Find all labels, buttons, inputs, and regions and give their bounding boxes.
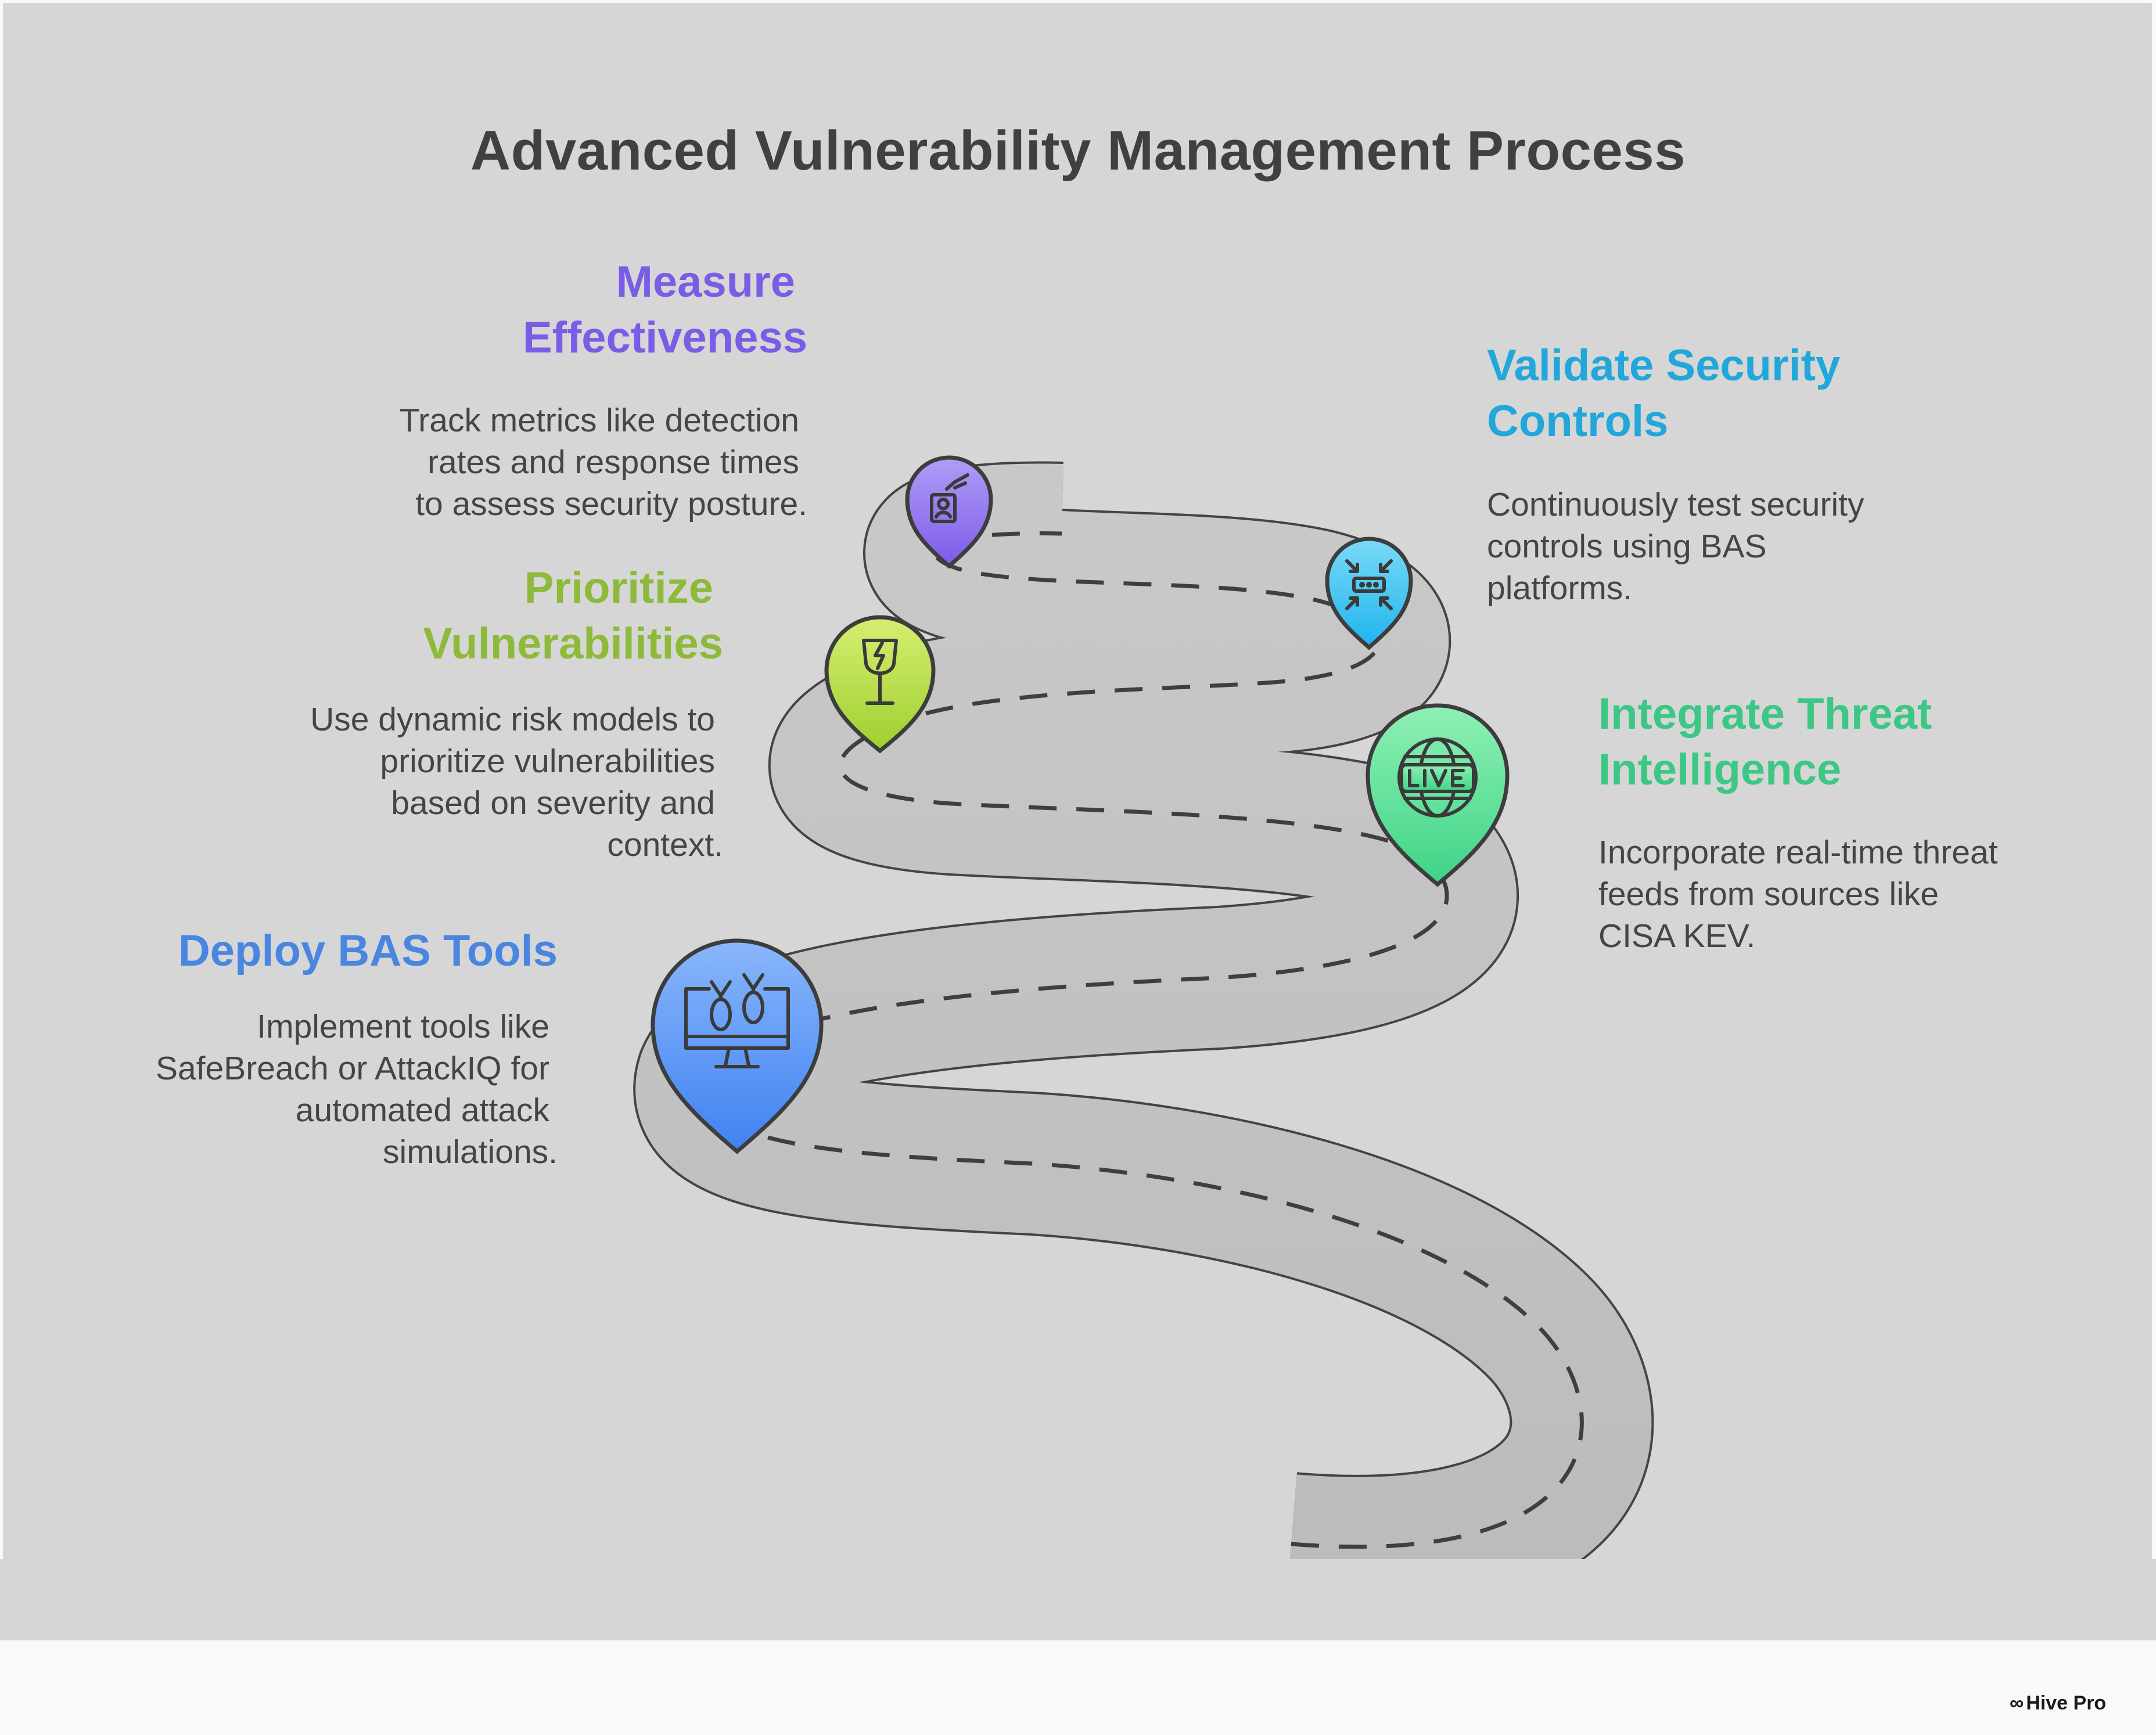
desc-line: to assess security posture.	[415, 485, 807, 523]
heading-line: Validate Security	[1487, 341, 1841, 390]
desc-measure-effectiveness: Track metrics like detection rates and r…	[290, 399, 807, 525]
heading-line: Deploy BAS Tools	[178, 926, 558, 976]
desc-line: SafeBreach or AttackIQ for	[156, 1050, 549, 1087]
desc-line: simulations.	[383, 1133, 558, 1171]
desc-line: CISA KEV.	[1598, 917, 1756, 955]
marker-prioritize-vulnerabilities[interactable]	[824, 615, 936, 754]
road-bottom-edge	[0, 1559, 2156, 1640]
marker-deploy-bas-tools[interactable]	[651, 938, 824, 1154]
brand-name: Hive Pro	[2026, 1692, 2107, 1714]
heading-prioritize-vulnerabilities: Prioritize Vulnerabilities	[290, 560, 723, 672]
desc-line: controls using BAS	[1487, 528, 1767, 565]
fragile-glass-icon	[862, 639, 898, 705]
desc-line: based on severity and	[391, 784, 715, 822]
desc-line: prioritize vulnerabilities	[380, 743, 715, 780]
desc-line: Track metrics like detection	[399, 402, 799, 439]
heading-line: Effectiveness	[522, 313, 807, 362]
desc-line: Use dynamic risk models to	[310, 701, 715, 738]
monitor-bombs-icon	[684, 973, 790, 1068]
heading-line: Measure	[616, 257, 795, 307]
marker-integrate-threat-intelligence[interactable]	[1366, 703, 1510, 887]
heading-line: Controls	[1487, 397, 1669, 446]
desc-line: automated attack	[295, 1092, 549, 1129]
heading-line: Vulnerabilities	[423, 619, 723, 668]
desc-line: Implement tools like	[257, 1008, 549, 1045]
compress-device-icon	[1345, 559, 1393, 610]
desc-line: platforms.	[1487, 570, 1633, 607]
heading-line: Integrate Threat	[1598, 689, 1932, 739]
desc-line: Continuously test security	[1487, 486, 1864, 523]
desc-line: Incorporate real-time threat	[1598, 834, 1998, 871]
desc-integrate-threat-intelligence: Incorporate real-time threat feeds from …	[1598, 831, 2063, 957]
marker-measure-effectiveness[interactable]	[905, 455, 993, 569]
brand-logo: ∞Hive Pro	[2010, 1692, 2106, 1715]
hive-logo-icon: ∞	[2010, 1692, 2024, 1714]
desc-validate-security-controls: Continuously test security controls usin…	[1487, 484, 1952, 609]
badge-hand-icon	[930, 473, 969, 523]
heading-validate-security-controls: Validate Security Controls	[1487, 338, 1952, 449]
heading-measure-effectiveness: Measure Effectiveness	[407, 254, 807, 366]
heading-line: Prioritize	[524, 563, 713, 613]
page-title: Advanced Vulnerability Management Proces…	[470, 120, 1686, 182]
heading-deploy-bas-tools: Deploy BAS Tools	[116, 923, 558, 979]
desc-deploy-bas-tools: Implement tools like SafeBreach or Attac…	[58, 1006, 558, 1173]
live-globe-icon	[1397, 737, 1478, 818]
desc-line: context.	[607, 826, 723, 863]
heading-integrate-threat-intelligence: Integrate Threat Intelligence	[1598, 686, 2063, 798]
desc-line: rates and response times	[427, 444, 799, 481]
marker-validate-security-controls[interactable]	[1325, 537, 1413, 650]
desc-line: feeds from sources like	[1598, 876, 1939, 913]
heading-line: Intelligence	[1598, 745, 1842, 794]
desc-prioritize-vulnerabilities: Use dynamic risk models to prioritize vu…	[174, 699, 723, 866]
road-lane-dashes	[703, 531, 1584, 1549]
